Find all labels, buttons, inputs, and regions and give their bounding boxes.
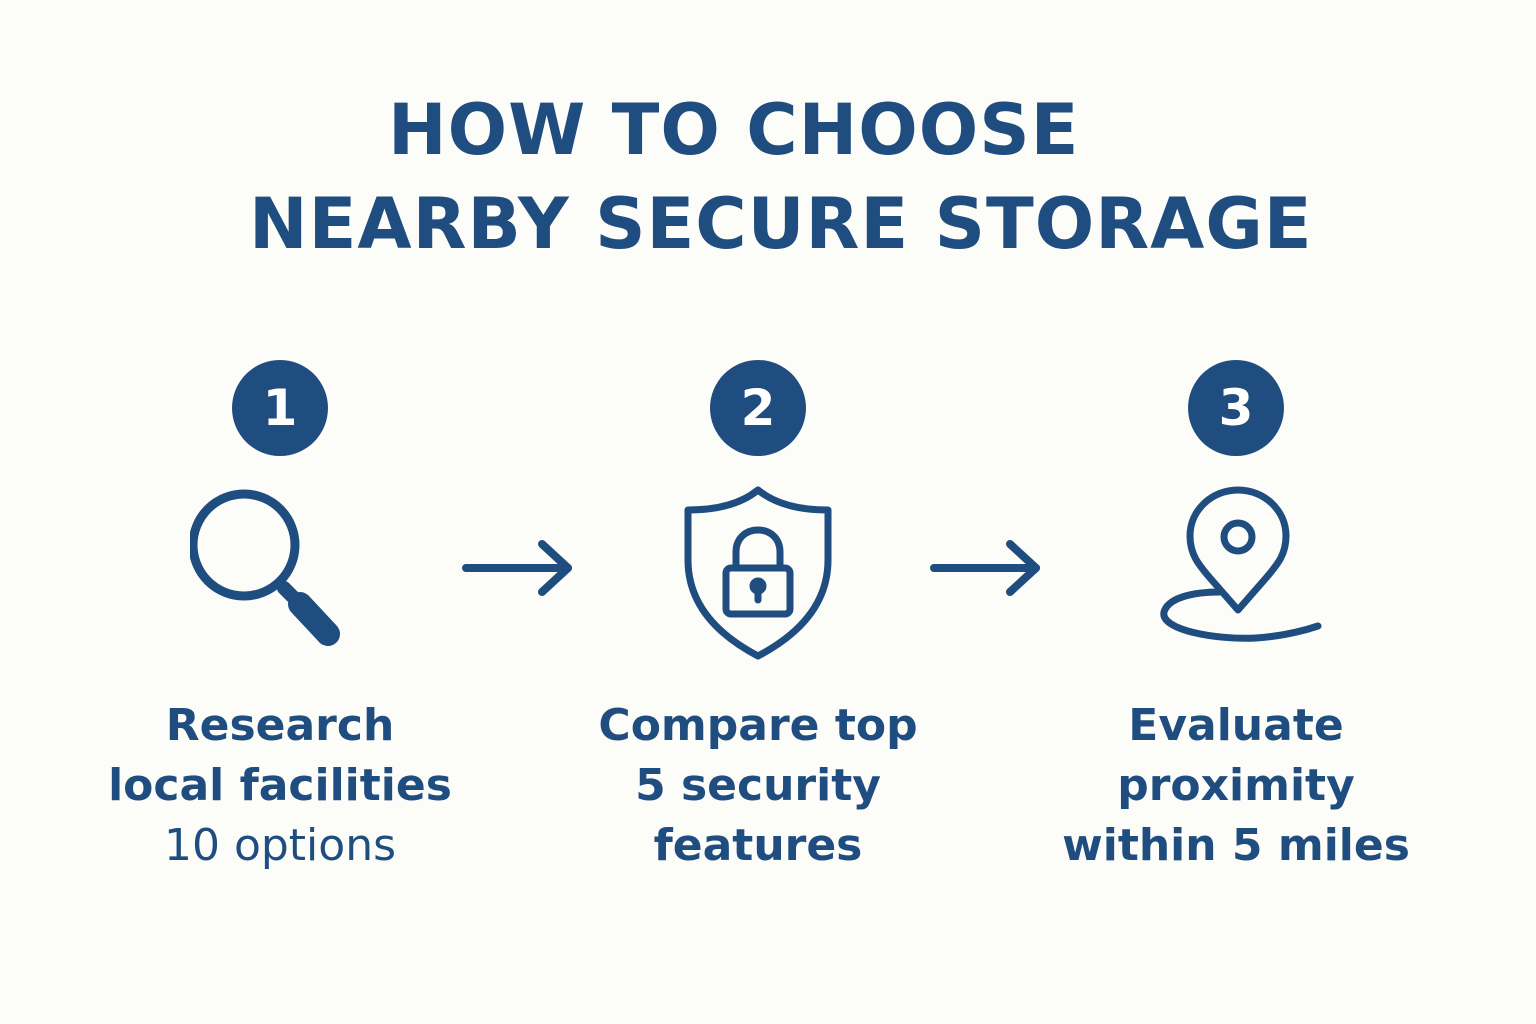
- arrow-right-icon: [928, 536, 1048, 600]
- caption-detail: 10 options: [163, 820, 397, 871]
- caption-line: proximity: [1117, 760, 1355, 811]
- step-number-badge: 1: [232, 360, 328, 456]
- magnifying-glass-icon: [190, 480, 370, 660]
- location-pin-icon: [1146, 480, 1326, 660]
- caption-line: features: [653, 820, 863, 871]
- step-caption: Evaluate proximity within 5 miles: [1026, 696, 1446, 876]
- caption-line: Compare top: [598, 700, 918, 751]
- title-line-2: NEARBY SECURE STORAGE: [249, 183, 1313, 265]
- caption-line: 5 security: [635, 760, 881, 811]
- title-line-1: HOW TO CHOOSE: [388, 89, 1080, 171]
- arrow-right-icon: [460, 536, 580, 600]
- step-number-badge: 2: [710, 360, 806, 456]
- caption-line: local facilities: [108, 760, 452, 811]
- caption-line: within 5 miles: [1062, 820, 1410, 871]
- caption-line: Evaluate: [1128, 700, 1344, 751]
- step-caption: Compare top 5 security features: [548, 696, 968, 876]
- caption-line: Research: [165, 700, 395, 751]
- step-caption: Research local facilities 10 options: [70, 696, 490, 876]
- shield-lock-icon: [668, 480, 848, 660]
- step-number-badge: 3: [1188, 360, 1284, 456]
